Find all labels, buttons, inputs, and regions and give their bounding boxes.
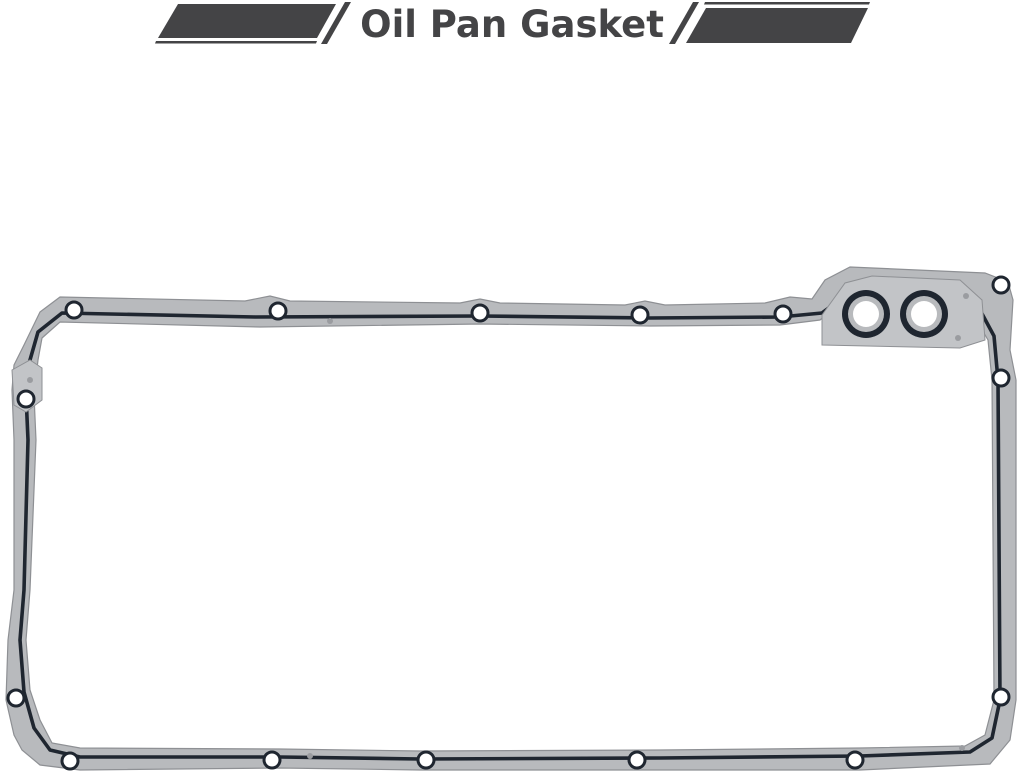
bolt-hole	[991, 687, 1011, 707]
banner-left-underline	[155, 41, 317, 44]
banner-left-bar	[158, 4, 336, 38]
bolt-hole	[991, 368, 1011, 388]
bolt-hole	[64, 300, 84, 320]
bolt-hole	[991, 275, 1011, 295]
bolt-hole	[268, 301, 288, 321]
banner-left-slash	[321, 2, 351, 44]
bolt-hole	[16, 389, 36, 409]
title-banner: Oil Pan Gasket	[0, 0, 1024, 52]
oil-port-left	[842, 290, 890, 338]
gasket-seal-bead	[18, 286, 1002, 761]
bolt-hole	[60, 751, 80, 771]
oil-port-right	[900, 290, 948, 338]
bolt-hole	[630, 305, 650, 325]
banner-right-slash	[669, 2, 699, 44]
carrier-rivet	[959, 745, 965, 751]
carrier-rivet	[327, 318, 333, 324]
banner-right-topline	[704, 2, 870, 5]
carrier-rivet	[963, 293, 969, 299]
bolt-hole	[627, 750, 647, 770]
carrier-rivet	[955, 335, 961, 341]
banner-decoration	[155, 2, 870, 44]
bolt-hole	[6, 688, 26, 708]
carrier-rivet	[27, 377, 33, 383]
bolt-hole	[470, 303, 490, 323]
banner-right-bar	[686, 8, 868, 43]
bolt-hole	[845, 750, 865, 770]
bolt-hole	[262, 750, 282, 770]
carrier-rivet	[307, 753, 313, 759]
page-title: Oil Pan Gasket	[360, 3, 664, 46]
gasket-carrier	[5, 266, 1017, 771]
bolt-hole	[416, 750, 436, 770]
bolt-hole	[773, 304, 793, 324]
